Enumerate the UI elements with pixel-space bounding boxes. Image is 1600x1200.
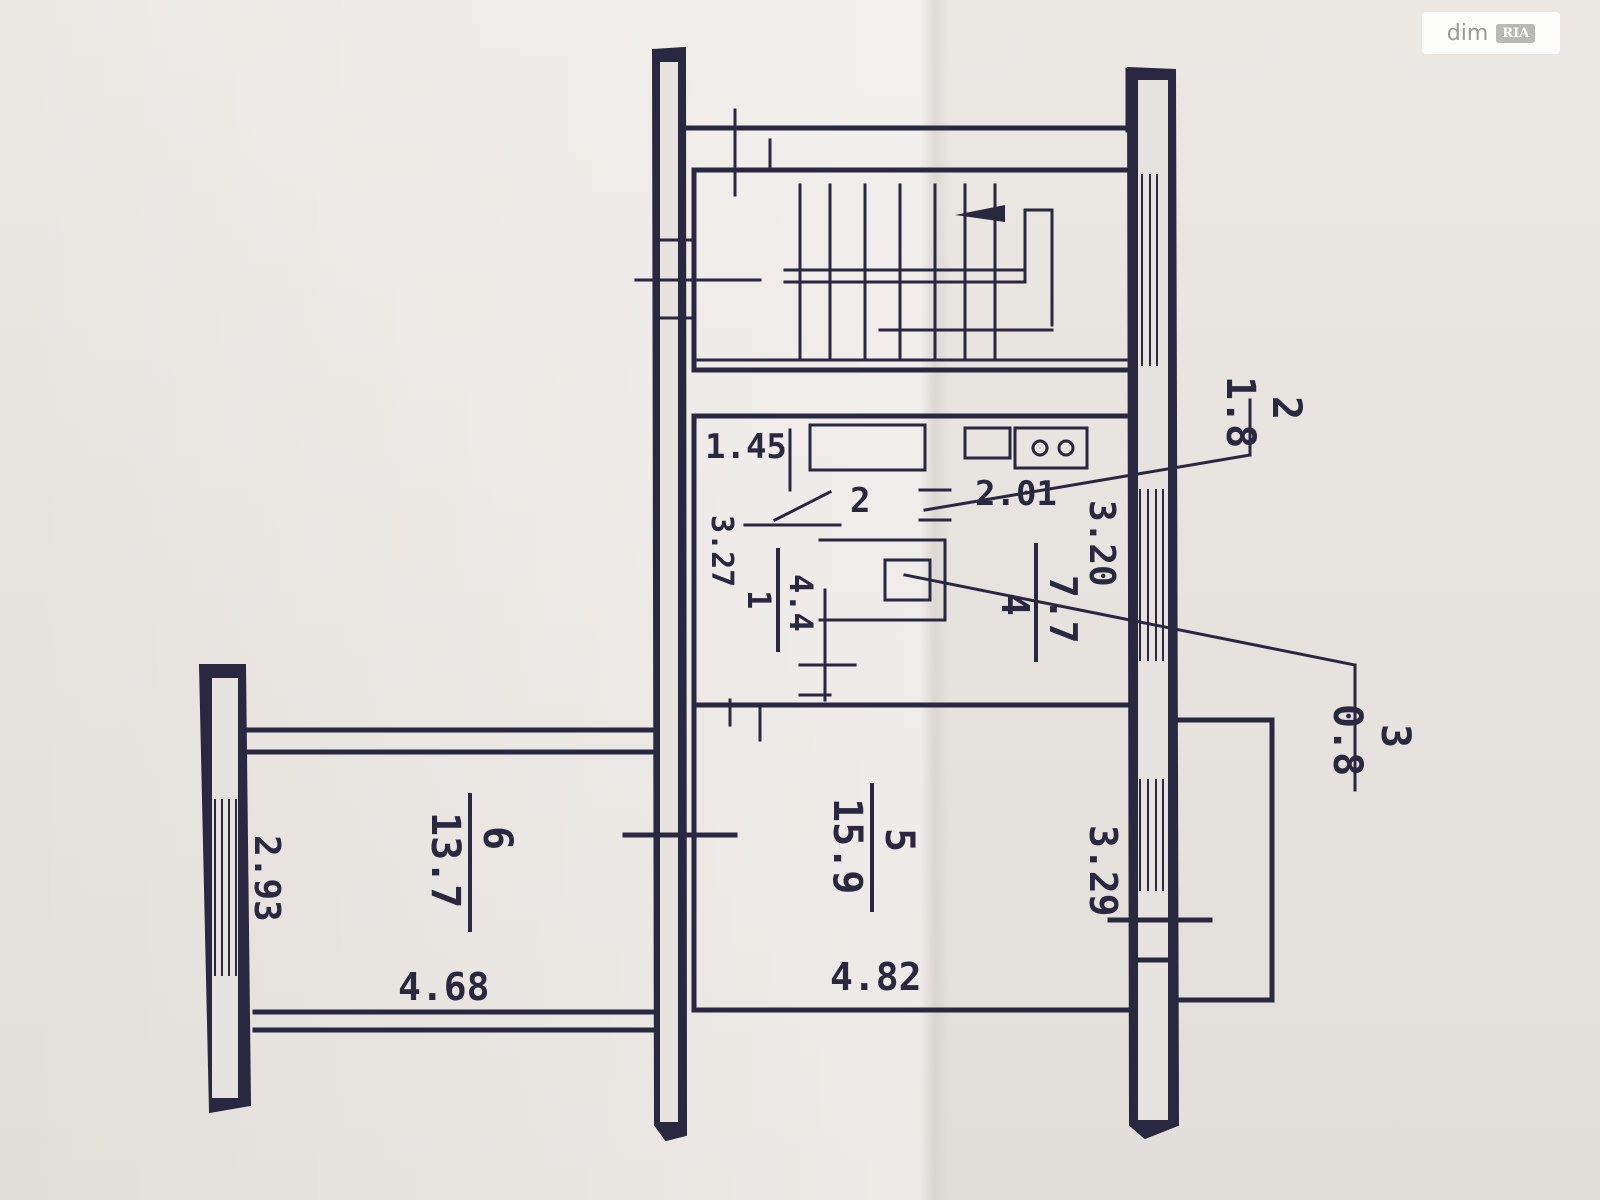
room1-area: 4.4	[782, 574, 820, 632]
room2-area: 1.8	[1217, 376, 1263, 448]
main-left-wall	[651, 46, 688, 1142]
room5-number: 5	[876, 828, 922, 852]
kitchen-fixtures	[728, 423, 1089, 742]
staircase-outline	[683, 67, 1135, 373]
room6-length-dimension: 4.68	[398, 965, 490, 1009]
dimria-watermark: dim RIA	[1422, 12, 1560, 54]
room1-label: 4.4 1	[740, 574, 820, 632]
room4-area: 7.7	[1041, 575, 1085, 644]
room5-length-dimension: 4.82	[830, 955, 922, 999]
room6-area: 13.7	[422, 812, 468, 908]
room2-inner-number: 2	[850, 481, 870, 521]
fraction-bars	[468, 543, 1038, 932]
room3-callout: 3 0.8	[1324, 704, 1418, 776]
room5-walls	[622, 717, 1275, 1013]
kitchen-width-dimension: 3.20	[1081, 500, 1122, 587]
room2-callout: 2 1.8	[1217, 376, 1309, 448]
watermark-badge: RIA	[1496, 23, 1536, 43]
room4-number: 4	[993, 593, 1037, 616]
window-kitchen	[1139, 489, 1164, 661]
room1-number: 1	[740, 590, 778, 609]
kitchen-length-dimension: 2.01	[975, 474, 1057, 514]
room6-label: 6 13.7	[422, 812, 520, 908]
room6-width-dimension: 2.93	[246, 835, 287, 922]
kitchen-walls	[691, 413, 1135, 1013]
window-staircase	[1134, 174, 1158, 366]
room5-label: 5 15.9	[824, 798, 922, 894]
room4-label: 7.7 4	[993, 575, 1085, 644]
room2-number: 2	[1263, 396, 1309, 420]
room5-width-dimension: 3.29	[1081, 825, 1125, 917]
watermark-text: dim	[1446, 20, 1489, 46]
staircase-arrow-icon	[955, 205, 1005, 222]
room6-walls	[242, 727, 656, 1033]
room3-number: 3	[1372, 724, 1418, 748]
room5-area: 15.9	[824, 798, 870, 894]
window-room5	[1139, 779, 1164, 891]
leader-lines	[903, 398, 1357, 792]
room6-number: 6	[474, 826, 520, 850]
room6-outer-wall	[198, 664, 252, 1114]
room1-small-dimension: 1.45	[705, 427, 787, 467]
corridor-dimension: 3.27	[704, 515, 739, 587]
staircase-steps	[634, 108, 1054, 362]
window-room6	[214, 799, 237, 976]
room3-area: 0.8	[1324, 704, 1370, 776]
